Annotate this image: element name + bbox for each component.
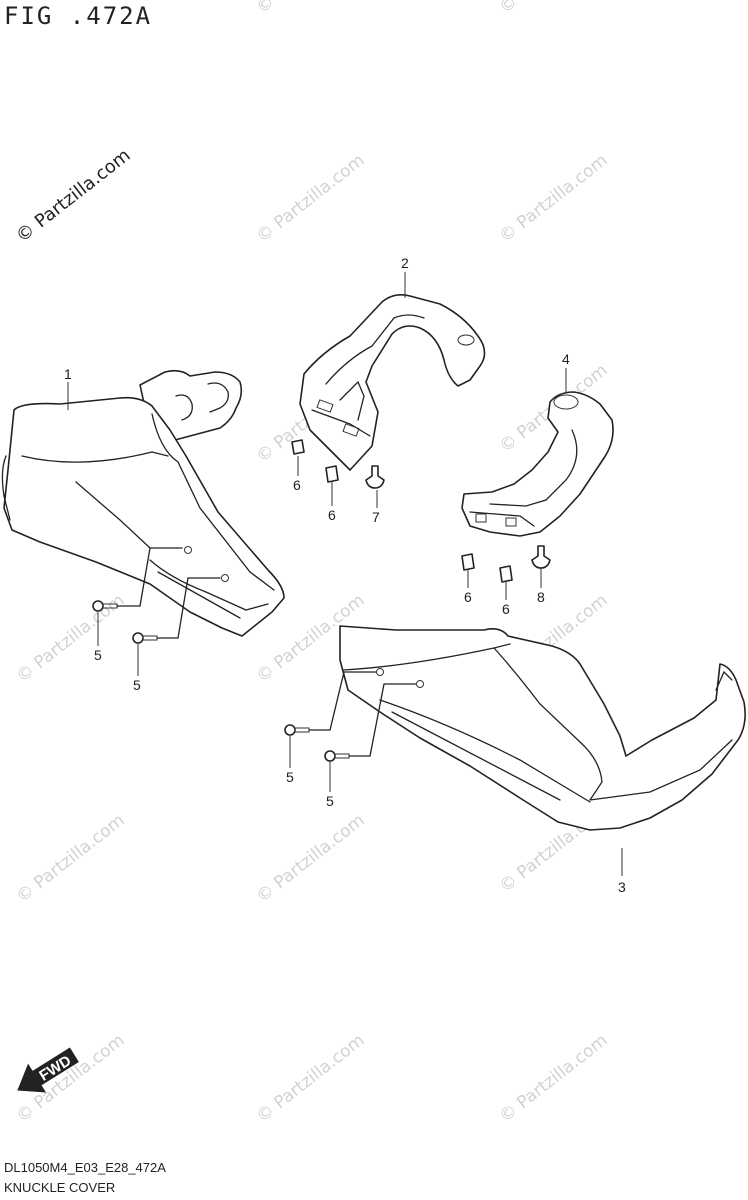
callout-leaders [67, 272, 623, 876]
figure-title: FIG .472A [4, 2, 153, 30]
bracket-right [461, 391, 614, 537]
knuckle-cover-left [1, 369, 285, 637]
watermark: © Partzilla.com [496, 1030, 612, 1127]
knuckle-cover-right [339, 625, 746, 831]
callout-nut-6c: 6 [464, 589, 472, 605]
figure-code: DL1050M4_E03_E28_472A [4, 1160, 166, 1175]
fwd-arrow-icon [17, 1047, 79, 1093]
nut-6d [499, 565, 513, 583]
screw-5a [92, 547, 183, 612]
callout-nut-6b: 6 [328, 507, 336, 523]
callout-screw-5d: 5 [326, 793, 334, 809]
screw-5c [284, 671, 377, 736]
watermark-primary: © Partzilla.com [12, 145, 134, 247]
clip-7 [365, 465, 385, 489]
callout-part-2: 2 [401, 255, 409, 271]
watermark: © Partzilla.com [496, 150, 612, 247]
watermark: © Partzilla.com [253, 150, 369, 247]
callout-nut-6a: 6 [293, 477, 301, 493]
callout-screw-5a: 5 [94, 647, 102, 663]
callout-part-4: 4 [562, 351, 570, 367]
nut-6c [461, 553, 475, 571]
callout-clip-7: 7 [372, 509, 380, 525]
callout-nut-6d: 6 [502, 601, 510, 617]
callout-screw-5b: 5 [133, 677, 141, 693]
clip-8 [531, 545, 551, 569]
watermark: © Partzilla.com [253, 1030, 369, 1127]
nut-6b [325, 465, 339, 483]
figure-name: KNUCKLE COVER [4, 1180, 116, 1195]
callout-screw-5c: 5 [286, 769, 294, 785]
callout-clip-8: 8 [537, 589, 545, 605]
screw-5b [132, 577, 221, 644]
watermark: © Partzilla.com [13, 590, 129, 687]
callout-part-1: 1 [64, 366, 72, 382]
nut-6a [291, 439, 305, 455]
nut-group [291, 439, 513, 583]
bracket-upper [299, 294, 486, 471]
watermark: © Partzilla.com [253, 810, 369, 907]
watermark: © Partzilla.com [13, 810, 129, 907]
watermark: © Partzilla.com [253, 0, 369, 18]
screw-group [92, 547, 417, 762]
watermark: © Partzilla.com [496, 0, 612, 18]
callout-labels: 1 2 4 3 6 6 7 6 6 8 5 5 5 5 [64, 255, 626, 895]
screw-5d [324, 683, 417, 762]
callout-part-3: 3 [618, 879, 626, 895]
